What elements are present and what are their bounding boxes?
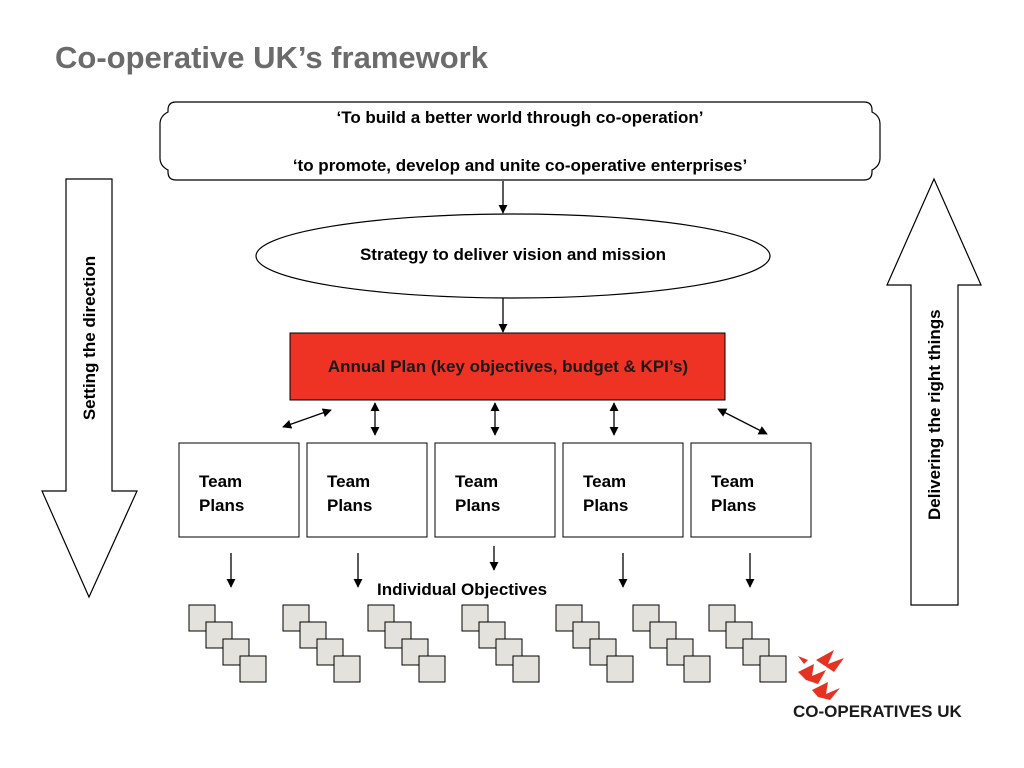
- strategy-label: Strategy to deliver vision and mission: [359, 245, 667, 264]
- team-plan-label-4: Team Plans: [583, 470, 683, 518]
- team-plan-line-team: Team: [711, 472, 755, 491]
- double-arrow-5: [717, 408, 768, 435]
- individual-objective-cascades: [188, 604, 787, 683]
- team-plan-box-5: [690, 442, 812, 538]
- mission-statement: ‘to promote, develop and unite co-operat…: [292, 156, 748, 175]
- team-plan-line-plans: Plans: [455, 496, 501, 515]
- delivering-things-label: Delivering the right things: [925, 309, 944, 520]
- team-plan-line-plans: Plans: [583, 496, 629, 515]
- team-plan-line-team: Team: [327, 472, 371, 491]
- setting-direction-label: Setting the direction: [80, 255, 99, 421]
- team-plan-line-plans: Plans: [199, 496, 245, 515]
- team-plan-line-plans: Plans: [711, 496, 757, 515]
- individual-objective-box: [333, 655, 361, 683]
- annual-plan-label: Annual Plan (key objectives, budget & KP…: [327, 357, 689, 376]
- team-plan-label-2: Team Plans: [327, 470, 427, 518]
- individual-objective-box: [239, 655, 267, 683]
- team-plan-box-3: [434, 442, 556, 538]
- individual-objective-box: [683, 655, 711, 683]
- co-operatives-uk-logo-text: CO-OPERATIVES UK: [793, 702, 962, 721]
- setting-direction-arrow: [41, 178, 138, 599]
- co-operatives-uk-logo-mark: [798, 650, 844, 700]
- vision-mission-box: [159, 101, 881, 181]
- team-plan-box-2: [306, 442, 428, 538]
- team-plan-line-plans: Plans: [327, 496, 373, 515]
- individual-objective-box: [418, 655, 446, 683]
- team-plan-line-team: Team: [455, 472, 499, 491]
- team-plan-line-team: Team: [583, 472, 627, 491]
- annual-plan-box: [289, 332, 726, 401]
- team-plan-label-5: Team Plans: [711, 470, 811, 518]
- individual-objective-box: [606, 655, 634, 683]
- double-arrow-1: [282, 408, 332, 429]
- team-plan-box-1: [178, 442, 300, 538]
- team-plan-label-1: Team Plans: [199, 470, 299, 518]
- slide-title: Co-operative UK’s framework: [55, 40, 488, 75]
- individual-objective-box: [512, 655, 540, 683]
- team-plan-box-4: [562, 442, 684, 538]
- delivering-things-arrow: [886, 177, 982, 606]
- strategy-ellipse: [255, 213, 771, 299]
- individual-objective-box: [222, 638, 250, 666]
- vision-statement: ‘To build a better world through co-oper…: [336, 108, 704, 127]
- team-plan-line-team: Team: [199, 472, 243, 491]
- individual-objectives-label: Individual Objectives: [377, 580, 548, 599]
- individual-objective-box: [759, 655, 787, 683]
- team-plan-label-3: Team Plans: [455, 470, 555, 518]
